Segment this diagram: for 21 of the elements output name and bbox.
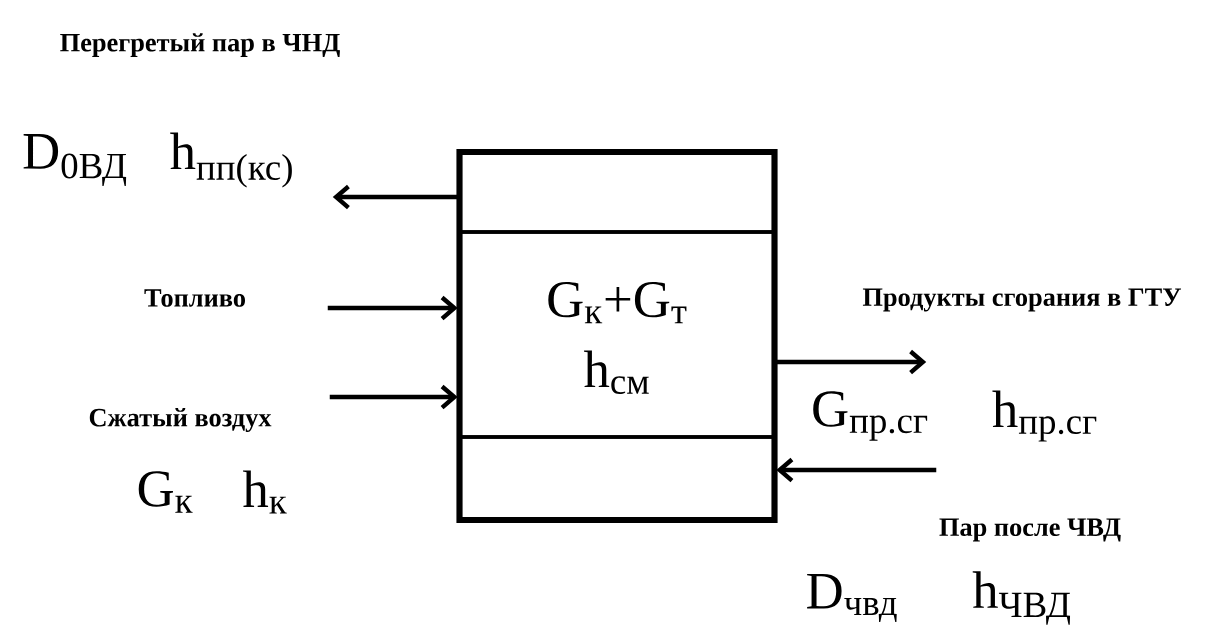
variable-label: h$_{пр.сг}$ — [992, 390, 1097, 442]
flow-label: Перегретый пар в ЧНД — [60, 33, 340, 57]
band-section — [457, 435, 777, 522]
variable-label: D$_{0ВД}$ — [23, 134, 127, 186]
variable-label: h$_{пп(кс)}$ — [170, 132, 292, 188]
variable-label: D$_{чвд}$ — [807, 573, 897, 623]
variable-label: G$_{пр.сг}$ — [813, 391, 928, 441]
variable-label: h$_{к}$ — [242, 470, 287, 514]
arrow — [776, 349, 927, 375]
flow-label: Сжатый воздух — [89, 408, 272, 432]
arrow — [776, 457, 937, 483]
arrow — [332, 184, 458, 210]
flow-label: Пар после ЧВД — [939, 518, 1121, 542]
variable-label: h$_{ЧВД}$ — [972, 571, 1071, 625]
arrow — [329, 384, 458, 410]
flow-label: Продукты сгорания в ГТУ — [862, 288, 1181, 312]
arrow — [327, 295, 458, 321]
flow-label: Топливо — [144, 289, 245, 307]
variable-label: G$_{к}$ — [138, 471, 193, 513]
mixing-section: G$_{к}$+G$_{т}$ h$_{см}$ — [457, 230, 777, 439]
chamber-box — [456, 148, 778, 524]
